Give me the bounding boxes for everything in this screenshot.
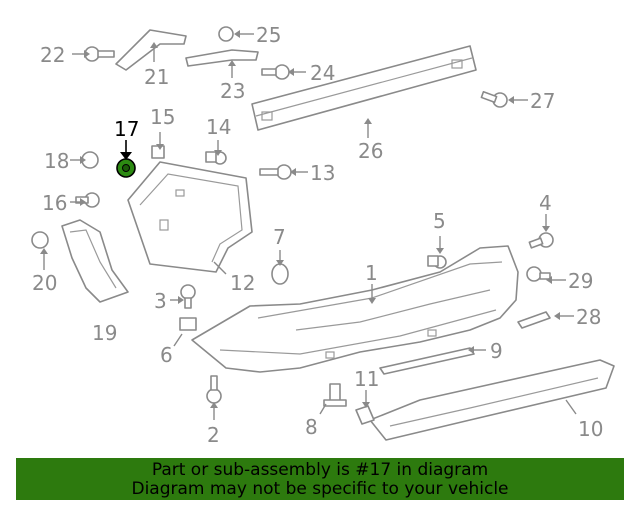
banner-line-2: Diagram may not be specific to your vehi…	[131, 479, 509, 499]
callout-11: 11	[354, 367, 379, 391]
part-6-clip	[179, 317, 197, 331]
callout-28: 28	[576, 305, 601, 329]
callout-27: 27	[530, 89, 555, 113]
callout-19: 19	[92, 321, 117, 345]
callout-25: 25	[256, 23, 281, 47]
callout-14: 14	[206, 115, 231, 139]
part-15-clip	[151, 145, 165, 159]
part-28-reflector	[517, 311, 551, 329]
part-21-bracket	[115, 29, 187, 71]
part-17-highlighted	[116, 140, 136, 178]
leader-lines	[40, 30, 577, 420]
callout-20: 20	[32, 271, 57, 295]
callout-21: 21	[144, 65, 169, 89]
callout-12: 12	[230, 271, 255, 295]
callout-17: 17	[114, 117, 139, 141]
part-10-lower-diffuser	[369, 359, 615, 441]
callout-18: 18	[44, 149, 69, 173]
part-14-clip	[205, 151, 227, 165]
callout-8: 8	[305, 415, 318, 439]
callout-5: 5	[433, 209, 446, 233]
callout-labels: 22 21 25 23 24 27 26 17 15 14 13 18 16 2…	[32, 23, 603, 447]
part-1-bumper-cover	[191, 245, 519, 373]
callout-4: 4	[539, 191, 552, 215]
part-13-bolt	[259, 164, 292, 180]
callout-26: 26	[358, 139, 383, 163]
part-8-fastener	[323, 383, 347, 407]
exploded-parts-diagram: 22 21 25 23 24 27 26 17 15 14 13 18 16 2…	[31, 23, 615, 447]
callout-10: 10	[578, 417, 603, 441]
part-9-molding-strip	[379, 347, 475, 375]
part-7-plug	[271, 263, 289, 285]
part-3-bolt	[180, 284, 196, 309]
info-banner: Part or sub-assembly is #17 in diagram D…	[16, 458, 624, 500]
part-23-bracket	[185, 49, 259, 67]
part-5-clip	[427, 255, 447, 269]
callout-6: 6	[160, 343, 173, 367]
part-2-bolt	[206, 375, 222, 404]
fasteners	[31, 26, 554, 425]
part-4-bolt	[528, 232, 554, 249]
callout-23: 23	[220, 79, 245, 103]
part-25-clip	[218, 26, 234, 42]
callout-16: 16	[42, 191, 67, 215]
callout-7: 7	[273, 225, 286, 249]
part-22-bolt	[84, 46, 115, 62]
callout-24: 24	[310, 61, 335, 85]
part-16-bolt	[75, 192, 100, 208]
part-19-bracket	[61, 219, 129, 303]
callout-3: 3	[154, 289, 167, 313]
callout-9: 9	[490, 339, 503, 363]
callout-15: 15	[150, 105, 175, 129]
callout-2: 2	[207, 423, 220, 447]
part-12-side-bracket	[127, 161, 253, 273]
callout-22: 22	[40, 43, 65, 67]
part-20-retainer	[31, 231, 49, 249]
banner-line-1: Part or sub-assembly is #17 in diagram	[151, 460, 489, 480]
part-26-reinforcement	[251, 45, 477, 131]
callout-13: 13	[310, 161, 335, 185]
callout-1: 1	[365, 261, 378, 285]
part-29-bolt	[526, 266, 551, 282]
callout-29: 29	[568, 269, 593, 293]
part-24-bolt	[261, 64, 290, 80]
part-11-clip	[355, 405, 375, 425]
part-27-bolt	[480, 90, 508, 108]
